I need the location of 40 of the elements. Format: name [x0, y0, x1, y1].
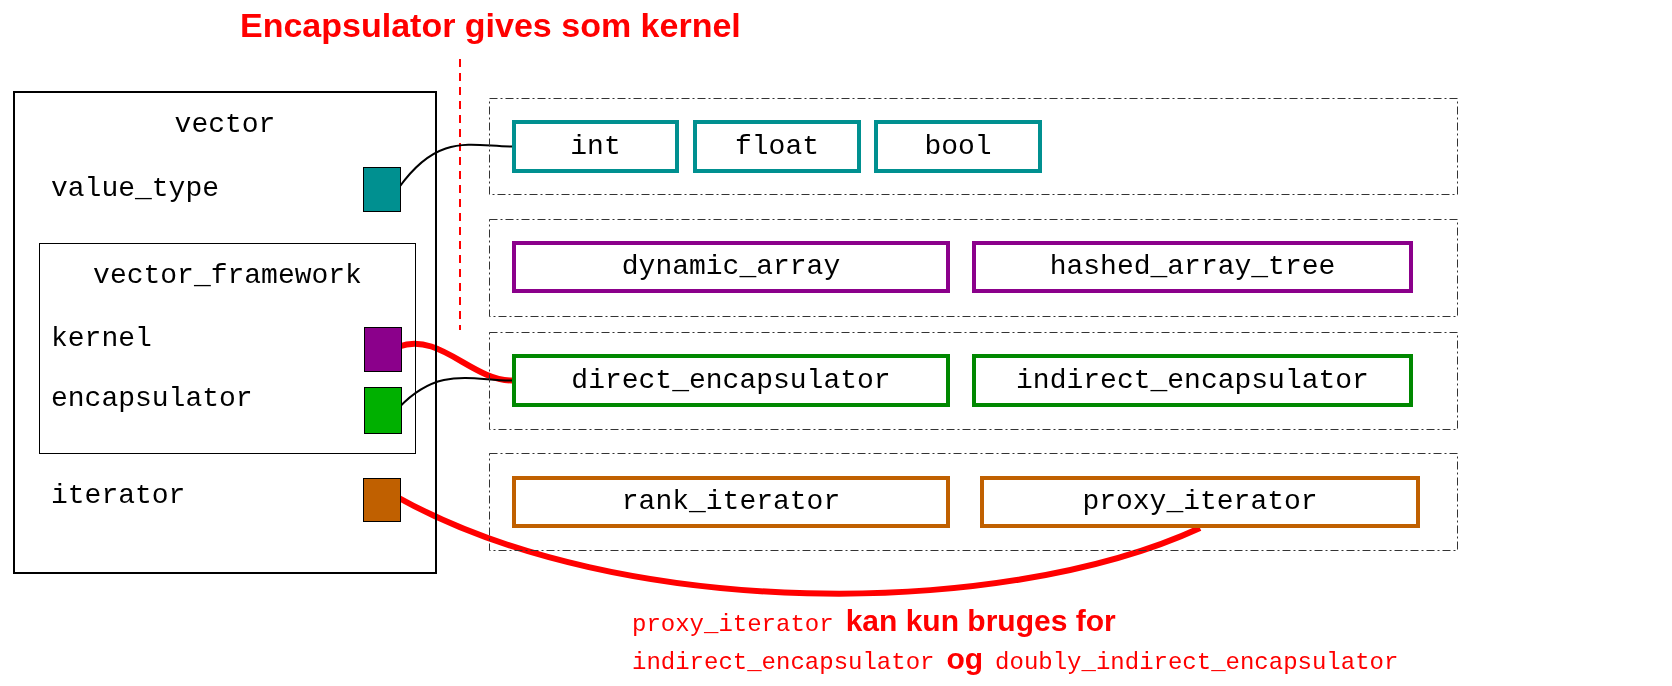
group-frame	[489, 332, 1458, 430]
inner-box	[39, 243, 416, 454]
node-title: vector_framework	[92, 262, 363, 290]
type-box	[512, 354, 950, 407]
type-box	[972, 241, 1413, 293]
type-name: hashed_array_tree	[1049, 253, 1336, 281]
port-square	[364, 387, 402, 434]
group-frame	[489, 453, 1458, 551]
type-box	[512, 241, 950, 293]
type-name: proxy_iterator	[1082, 488, 1318, 516]
type-box	[512, 476, 950, 528]
note-text: doubly_indirect_encapsulator	[995, 648, 1399, 678]
group-frame	[489, 219, 1458, 317]
type-name: int	[570, 132, 621, 161]
member-name: kernel	[51, 325, 152, 353]
type-box	[874, 120, 1042, 173]
note-text: kan kun bruges for	[845, 604, 1116, 638]
member-name: value_type	[51, 175, 220, 203]
title: Encapsulator gives som kernel	[240, 5, 741, 46]
port-square	[363, 478, 401, 522]
port-square	[363, 167, 401, 212]
note-text: og	[946, 642, 984, 676]
type-box	[972, 354, 1413, 407]
type-name: direct_encapsulator	[571, 366, 891, 395]
type-name: float	[735, 132, 819, 161]
port-square	[364, 327, 402, 372]
note-text: indirect_encapsulator	[632, 648, 935, 678]
member-name: iterator	[51, 482, 186, 510]
type-name: bool	[924, 132, 992, 161]
type-box	[980, 476, 1420, 528]
type-box	[693, 120, 861, 173]
type-name: indirect_encapsulator	[1016, 366, 1369, 395]
outer-box	[13, 91, 437, 574]
note-text: proxy_iterator	[632, 610, 834, 640]
member-name: encapsulator	[51, 385, 253, 413]
group-frame	[489, 98, 1458, 195]
type-box	[512, 120, 679, 173]
node-title: vector	[173, 111, 277, 139]
type-name: rank_iterator	[621, 488, 841, 516]
type-name: dynamic_array	[621, 253, 841, 281]
